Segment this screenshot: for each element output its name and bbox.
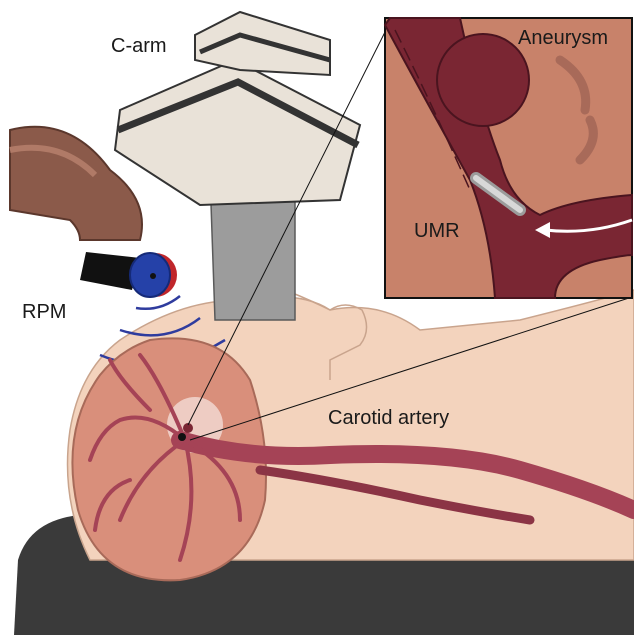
zoom-inset [385, 18, 632, 298]
permanent-magnet-icon [80, 252, 177, 297]
c-arm-label: C-arm [111, 36, 167, 56]
aneurysm-label: Aneurysm [518, 28, 608, 48]
rpm-label: RPM [22, 302, 66, 322]
umr-label: UMR [414, 221, 460, 241]
carotid-artery-label: Carotid artery [328, 408, 449, 428]
microrobot-marker [178, 433, 186, 441]
